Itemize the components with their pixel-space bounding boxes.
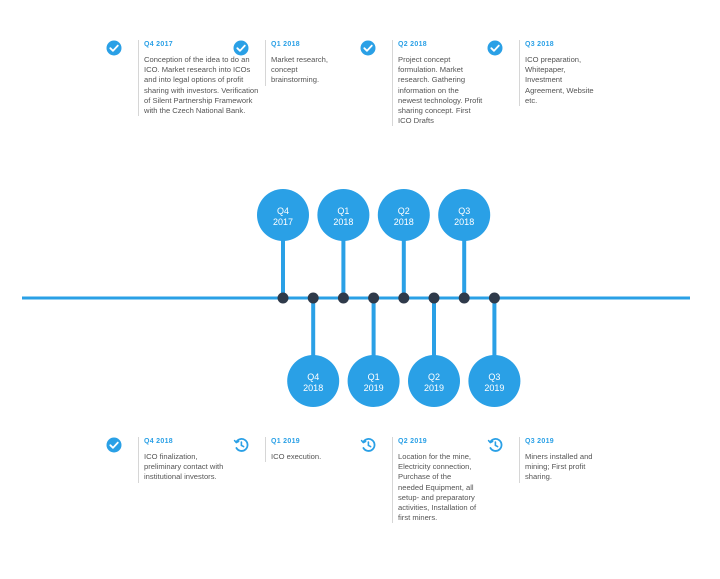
timeline-node: [398, 292, 410, 304]
check-circle-icon: [487, 40, 503, 56]
milestone-period: Q3 2019: [525, 438, 554, 445]
milestone-card-top-4: Q3 2018 ICO preparation, Whitepaper, Inv…: [487, 40, 645, 107]
timeline-bubble: [377, 189, 430, 241]
milestone-card-top-2: Q1 2018 Market research, concept brainst…: [233, 40, 391, 86]
timeline-bubble: [468, 355, 521, 407]
timeline-bubble: [347, 355, 400, 407]
milestone-card-top-1: Q4 2017 Conception of the idea to do an …: [106, 40, 264, 117]
bubble-layer: Q42017Q42018Q12018Q12019Q22018Q22019Q320…: [257, 189, 521, 407]
milestone-description: Conception of the idea to do an ICO. Mar…: [144, 55, 259, 116]
bubble-quarter: Q4: [277, 206, 289, 216]
timeline-bubble: [317, 189, 370, 241]
bubble-year: 2018: [394, 217, 414, 227]
timeline-bubble: [408, 355, 460, 407]
check-circle-icon: [360, 40, 376, 56]
progress-clock-icon: [487, 437, 503, 453]
milestone-card-top-3: Q2 2018 Project concept formulation. Mar…: [360, 40, 518, 127]
milestone-card-bottom-3: Q2 2019 Location for the mine, Electrici…: [360, 437, 518, 524]
progress-clock-icon: [233, 437, 249, 453]
milestone-period: Q2 2019: [398, 438, 427, 445]
check-circle-icon: [106, 40, 122, 56]
check-circle-icon: [106, 437, 122, 453]
bubble-quarter: Q1: [337, 206, 349, 216]
timeline-node: [337, 292, 349, 304]
milestone-period: Q2 2018: [398, 41, 427, 48]
card-divider: [392, 40, 393, 127]
milestone-description: Project concept formulation. Market rese…: [398, 55, 483, 126]
timeline-bubble: [257, 189, 309, 241]
bubble-quarter: Q1: [368, 372, 380, 382]
progress-clock-icon: [360, 437, 376, 453]
timeline-node: [458, 292, 470, 304]
card-divider: [265, 437, 266, 463]
milestone-card-bottom-1: Q4 2018 ICO finalization, preliminary co…: [106, 437, 264, 483]
milestone-period: Q3 2018: [525, 41, 554, 48]
bubble-quarter: Q3: [458, 206, 470, 216]
bubble-year: 2018: [333, 217, 353, 227]
bubble-quarter: Q4: [307, 372, 319, 382]
milestone-description: Location for the mine, Electricity conne…: [398, 452, 477, 523]
milestone-period: Q1 2018: [271, 41, 300, 48]
milestone-description: Market research, concept brainstorming.: [271, 55, 328, 85]
bubble-quarter: Q2: [398, 206, 410, 216]
milestone-period: Q4 2017: [144, 41, 173, 48]
timeline-node: [428, 292, 440, 304]
check-circle-icon: [233, 40, 249, 56]
bubble-year: 2018: [303, 383, 323, 393]
milestone-card-bottom-2: Q1 2019 ICO execution.: [233, 437, 391, 463]
bubble-year: 2017: [273, 217, 293, 227]
milestone-card-bottom-4: Q3 2019 Miners installed and mining; Fir…: [487, 437, 645, 483]
card-divider: [519, 40, 520, 107]
bubble-year: 2019: [364, 383, 384, 393]
timeline-node: [307, 292, 319, 304]
milestone-description: Miners installed and mining; First profi…: [525, 452, 593, 482]
card-divider: [265, 40, 266, 86]
card-divider: [138, 437, 139, 483]
card-divider: [138, 40, 139, 117]
timeline-bubble: [438, 189, 491, 241]
milestone-description: ICO preparation, Whitepaper, Investment …: [525, 55, 594, 105]
milestone-description: ICO finalization, preliminary contact wi…: [144, 452, 224, 482]
bubble-quarter: Q3: [488, 372, 500, 382]
card-divider: [392, 437, 393, 524]
milestone-period: Q4 2018: [144, 438, 173, 445]
timeline-node: [488, 292, 500, 304]
timeline-node: [277, 292, 289, 304]
milestone-period: Q1 2019: [271, 438, 300, 445]
milestone-description: ICO execution.: [271, 452, 322, 461]
bubble-year: 2019: [484, 383, 504, 393]
timeline-bubble: [287, 355, 340, 407]
card-divider: [519, 437, 520, 483]
bubble-year: 2018: [454, 217, 474, 227]
bubble-year: 2019: [424, 383, 444, 393]
timeline-node: [368, 292, 380, 304]
bubble-quarter: Q2: [428, 372, 440, 382]
